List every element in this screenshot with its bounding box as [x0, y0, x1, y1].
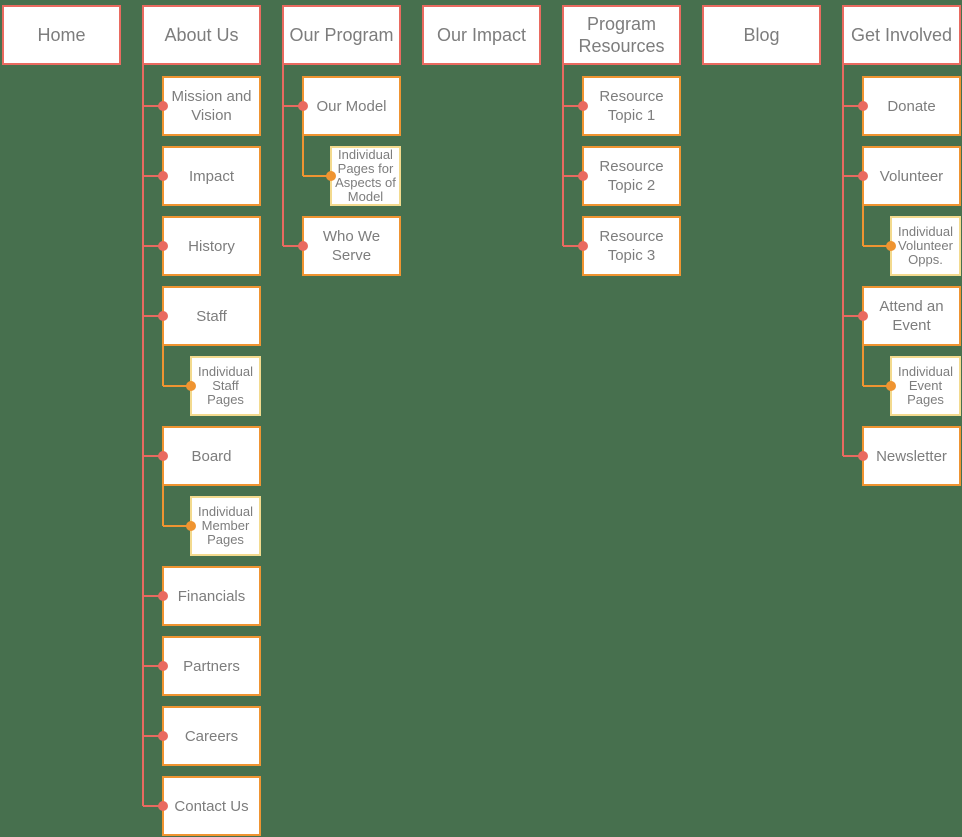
node-history[interactable]: History [162, 216, 261, 276]
node-label: Mission and Vision [171, 88, 252, 124]
node-home[interactable]: Home [2, 5, 121, 65]
node-label: Careers [184, 727, 239, 745]
node-label: Blog [743, 25, 780, 45]
node-label: Staff [196, 307, 227, 325]
node-label: Resource Topic 1 [599, 88, 664, 124]
node-label: Who We Serve [322, 228, 381, 264]
node-volunteer[interactable]: Volunteer [862, 146, 961, 206]
node-contact-us[interactable]: Contact Us [162, 776, 261, 836]
node-label: Individual Member Pages [198, 504, 253, 547]
node-individual-pages-for-aspects-of-model[interactable]: Individual Pages for Aspects of Model [330, 146, 401, 206]
node-mission-and-vision[interactable]: Mission and Vision [162, 76, 261, 136]
node-staff[interactable]: Staff [162, 286, 261, 346]
node-individual-member-pages[interactable]: Individual Member Pages [190, 496, 261, 556]
node-our-model[interactable]: Our Model [302, 76, 401, 136]
node-newsletter[interactable]: Newsletter [862, 426, 961, 486]
node-label: Newsletter [876, 447, 947, 465]
node-board[interactable]: Board [162, 426, 261, 486]
node-label: Board [191, 447, 232, 465]
node-financials[interactable]: Financials [162, 566, 261, 626]
node-resource-topic-2[interactable]: Resource Topic 2 [582, 146, 681, 206]
node-label: Resource Topic 3 [599, 228, 664, 264]
node-label: About Us [164, 25, 239, 45]
node-label: Our Impact [436, 25, 527, 45]
node-label: Individual Event Pages [898, 364, 953, 407]
node-partners[interactable]: Partners [162, 636, 261, 696]
node-label: Home [37, 25, 86, 45]
node-who-we-serve[interactable]: Who We Serve [302, 216, 401, 276]
node-label: Individual Staff Pages [198, 364, 253, 407]
node-individual-staff-pages[interactable]: Individual Staff Pages [190, 356, 261, 416]
node-label: Contact Us [174, 797, 249, 815]
node-label: Resource Topic 2 [599, 158, 664, 194]
node-label: Donate [887, 97, 936, 115]
node-label: Our Model [316, 97, 387, 115]
node-label: History [188, 237, 235, 255]
node-resource-topic-3[interactable]: Resource Topic 3 [582, 216, 681, 276]
node-program-resources[interactable]: Program Resources [562, 5, 681, 65]
node-label: Volunteer [879, 167, 944, 185]
node-donate[interactable]: Donate [862, 76, 961, 136]
node-careers[interactable]: Careers [162, 706, 261, 766]
node-label: Attend an Event [879, 298, 944, 334]
node-resource-topic-1[interactable]: Resource Topic 1 [582, 76, 681, 136]
node-individual-event-pages[interactable]: Individual Event Pages [890, 356, 961, 416]
node-impact[interactable]: Impact [162, 146, 261, 206]
node-label: Financials [177, 587, 246, 605]
node-our-program[interactable]: Our Program [282, 5, 401, 65]
node-label: Get Involved [850, 25, 953, 45]
node-label: Program Resources [578, 14, 665, 56]
node-label: Impact [188, 167, 234, 185]
node-label: Partners [183, 657, 240, 675]
node-get-involved[interactable]: Get Involved [842, 5, 961, 65]
node-label: Our Program [289, 25, 394, 45]
node-our-impact[interactable]: Our Impact [422, 5, 541, 65]
node-label: Individual Pages for Aspects of Model [335, 147, 396, 204]
node-individual-volunteer-opps[interactable]: Individual Volunteer Opps. [890, 216, 961, 276]
node-blog[interactable]: Blog [702, 5, 821, 65]
node-about-us[interactable]: About Us [142, 5, 261, 65]
node-attend-an-event[interactable]: Attend an Event [862, 286, 961, 346]
node-label: Individual Volunteer Opps. [898, 224, 953, 267]
